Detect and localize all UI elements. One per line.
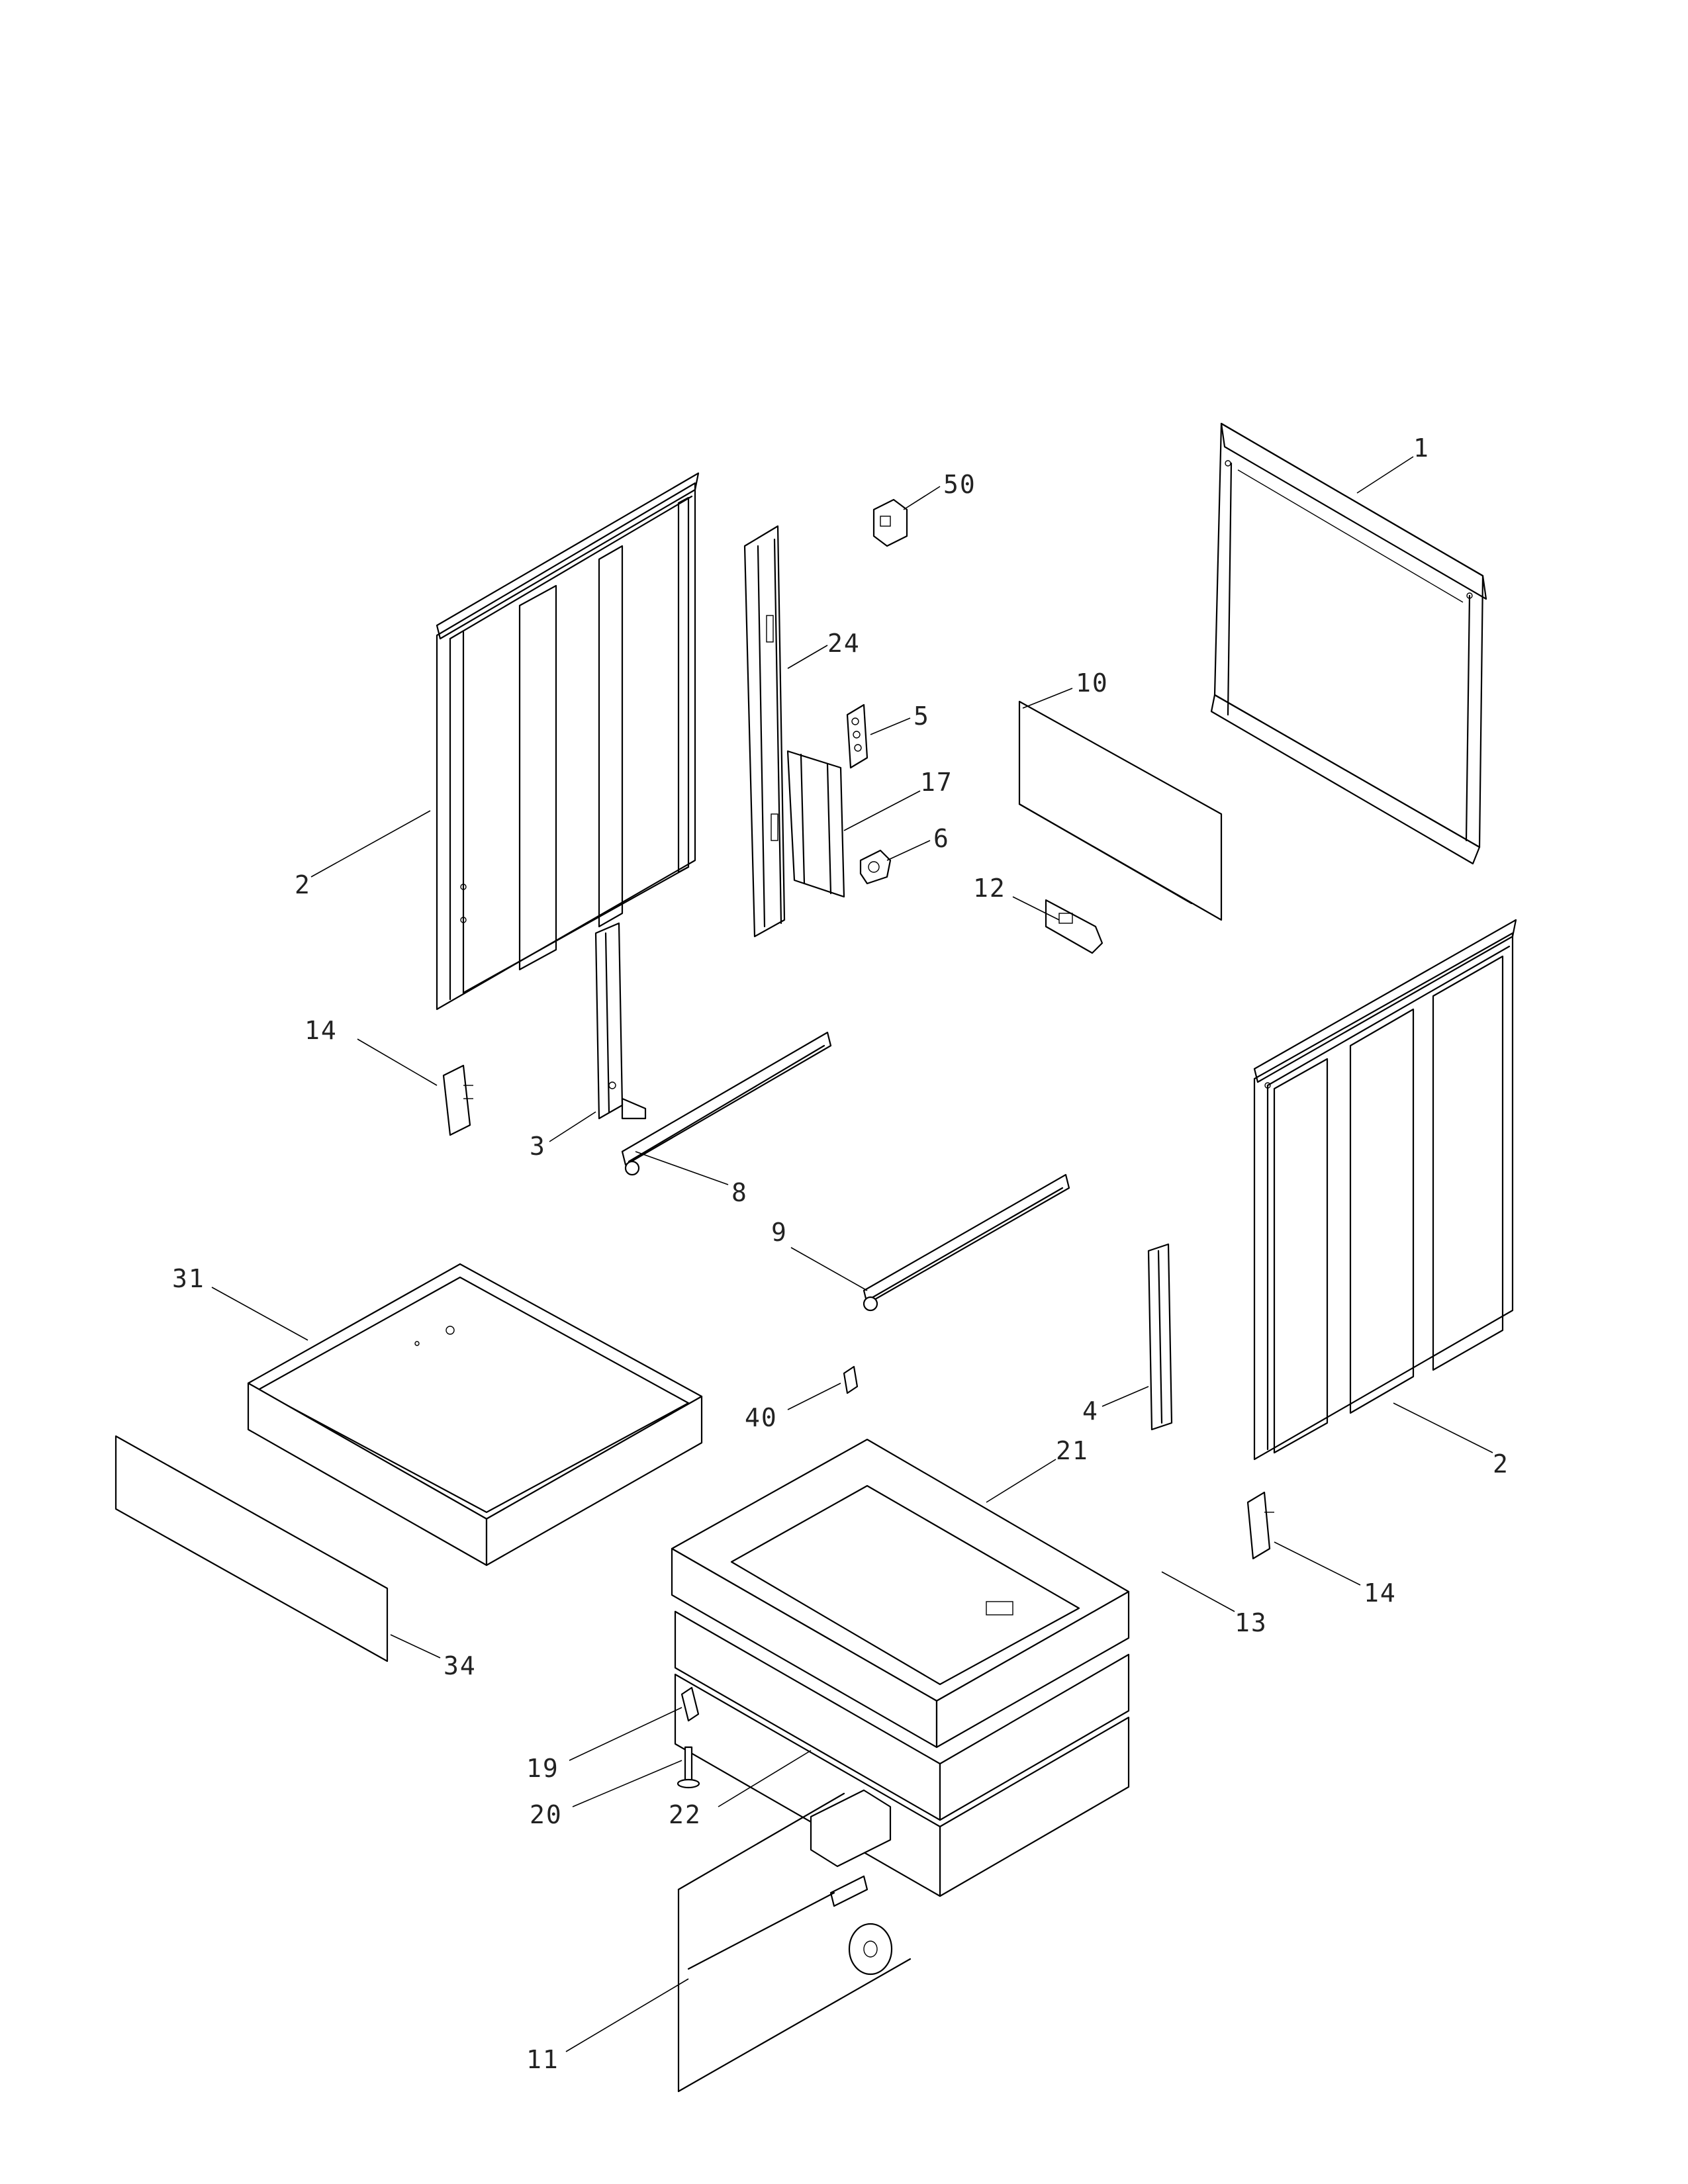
part-clip (843, 1365, 859, 1394)
callout-11: 11 (526, 2045, 559, 2074)
callout-3: 3 (530, 1132, 546, 1161)
callout-labels: 1 2 2 3 4 5 6 8 9 10 11 12 13 14 14 17 1… (172, 433, 1509, 2074)
part-leveling-foot (677, 1746, 700, 1789)
part-side-panel-left (436, 472, 700, 1011)
leader-lines (211, 456, 1493, 2052)
part-back-panel (1210, 422, 1487, 865)
part-drawer-box (247, 1263, 703, 1567)
callout-2-left: 2 (295, 870, 311, 899)
part-base-frame (671, 1438, 1130, 1749)
callout-17: 17 (920, 768, 953, 797)
callout-4: 4 (1082, 1396, 1099, 1426)
part-leveling-bracket (680, 1686, 700, 1722)
callout-1: 1 (1413, 433, 1430, 463)
callout-21: 21 (1056, 1436, 1089, 1465)
part-drawer-slide-left (621, 1031, 832, 1176)
part-caster-assembly (677, 1789, 912, 2093)
callout-10: 10 (1076, 668, 1109, 698)
part-control-unit (859, 849, 892, 885)
part-drawer-front (115, 1435, 389, 1662)
callout-24: 24 (827, 629, 861, 658)
part-bracket-upright (594, 922, 647, 1120)
part-element (1045, 899, 1103, 954)
part-inner-panel (1018, 700, 1223, 921)
part-hinge-left (442, 1064, 473, 1136)
callout-8: 8 (731, 1178, 748, 1207)
callout-14-right: 14 (1364, 1578, 1397, 1608)
part-side-panel-right (1253, 919, 1517, 1461)
callout-13: 13 (1235, 1608, 1268, 1637)
part-terminal-block (846, 704, 868, 769)
callout-50: 50 (943, 470, 976, 499)
callout-2-right: 2 (1493, 1449, 1509, 1479)
callout-12: 12 (973, 874, 1006, 903)
callout-31: 31 (172, 1264, 205, 1293)
callout-14-left: 14 (305, 1016, 338, 1045)
callout-20: 20 (530, 1800, 563, 1829)
callout-19: 19 (526, 1754, 559, 1783)
part-bracket-right (1147, 1243, 1173, 1431)
callout-6: 6 (933, 824, 950, 853)
callout-40: 40 (745, 1403, 778, 1432)
part-cover-bracket (786, 750, 845, 898)
part-hinge-right (1246, 1491, 1274, 1560)
callout-9: 9 (771, 1218, 788, 1247)
callout-22: 22 (669, 1800, 702, 1829)
part-switch (872, 498, 908, 547)
callout-5: 5 (914, 702, 930, 731)
callout-34: 34 (444, 1651, 477, 1680)
part-drawer-slide-right (863, 1173, 1070, 1312)
part-vertical-channel (743, 525, 786, 938)
